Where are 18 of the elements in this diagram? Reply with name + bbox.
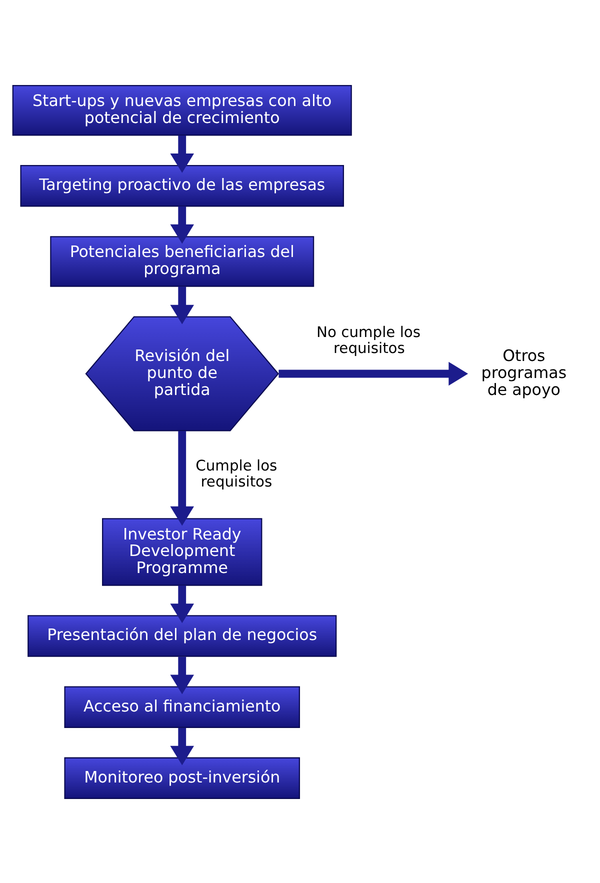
arrow xyxy=(170,656,194,694)
node-box: Investor Ready Development Programme xyxy=(102,518,262,586)
arrow xyxy=(170,286,194,324)
node-box: Monitoreo post-inversión xyxy=(64,756,300,799)
edge-label: No cumple los requisitos xyxy=(316,323,421,356)
arrow xyxy=(170,727,194,765)
arrow xyxy=(170,134,194,172)
node-box: Acceso al financiamiento xyxy=(64,686,300,728)
node-text: Otros programas de apoyo xyxy=(481,346,567,398)
node-box: Targeting proactivo de las empresas xyxy=(20,164,344,206)
node-box: Presentación del plan de negocios xyxy=(28,614,337,656)
arrow xyxy=(170,206,194,244)
node-box: Potenciales beneficiarias del programa xyxy=(50,236,314,286)
arrow xyxy=(170,584,194,623)
arrow xyxy=(170,430,194,526)
node-box: Start-ups y nuevas empresas con alto potencial de crecimiento xyxy=(12,84,352,136)
edge-label: Cumple los requisitos xyxy=(196,457,278,490)
arrow xyxy=(278,361,468,386)
